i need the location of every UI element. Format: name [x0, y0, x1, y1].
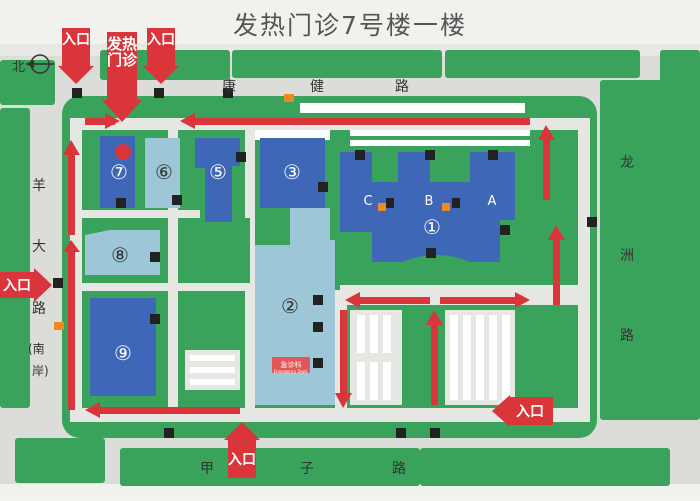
building-2	[255, 208, 335, 405]
road-top-char-1: 康	[222, 79, 236, 95]
road-left-char-1: 羊	[32, 178, 46, 194]
entrance-bottom-text: 入口	[228, 452, 256, 468]
facility-icons	[53, 88, 597, 438]
parking-strip-top	[300, 103, 525, 113]
wing-a-label: A	[488, 194, 497, 209]
building-5-label: ⑤	[209, 160, 227, 184]
page-title: 发热门诊7号楼一楼	[233, 11, 467, 40]
road-top-char-2: 健	[310, 79, 324, 95]
building-8	[85, 230, 160, 275]
building-1	[340, 152, 515, 262]
road-bottom-char-3: 路	[392, 461, 406, 477]
entrance-bottom-marker	[224, 422, 260, 478]
entrance-top-left-marker	[58, 28, 94, 84]
emergency-sub-label: Emergency Dept.	[274, 369, 309, 374]
road-left-note-2: 岸)	[32, 364, 49, 378]
emergency-label: 急诊科	[281, 360, 302, 369]
building-5	[195, 138, 240, 222]
fever-entrance-marker	[102, 32, 142, 122]
building-7-label: ⑦	[110, 160, 128, 184]
entrance-left-text: 入口	[3, 278, 31, 294]
north-compass-icon	[26, 54, 54, 74]
road-right-char-3: 路	[620, 328, 634, 344]
wing-b-label: B	[425, 194, 434, 209]
building-3	[260, 138, 325, 208]
building-6	[145, 138, 180, 208]
north-label: 北	[12, 60, 26, 75]
building-2-label: ②	[281, 294, 299, 318]
wing-c-label: C	[363, 194, 372, 209]
entrance-bottom-right-marker	[492, 395, 553, 427]
entrance-top-right-marker	[143, 28, 179, 84]
entrance-top-right-text: 入口	[147, 32, 175, 48]
route-arrows	[63, 113, 565, 418]
road-right-char-1: 龙	[620, 155, 634, 171]
entrance-top-left-text: 入口	[62, 32, 90, 48]
building-9	[90, 298, 156, 396]
fever-entrance-text: 发热门诊	[107, 35, 138, 69]
building-8-label: ⑧	[111, 243, 129, 267]
fever-clinic-marker	[115, 144, 131, 160]
road-right-char-2: 洲	[620, 248, 634, 264]
building-9-label: ⑨	[114, 341, 132, 365]
road-bottom-char-1: 甲	[200, 461, 214, 477]
building-6-label: ⑥	[155, 160, 173, 184]
road-left-note-1: (南	[28, 342, 45, 356]
road-left-char-3: 路	[32, 301, 46, 317]
road-top-char-3: 路	[395, 79, 409, 95]
entrance-bottom-right-text: 入口	[516, 404, 544, 420]
road-bottom-char-2: 子	[300, 461, 314, 477]
building-1-label: ①	[423, 215, 441, 239]
entrance-left-marker	[0, 268, 52, 302]
road-left-char-2: 大	[32, 239, 46, 255]
building-3-label: ③	[283, 160, 301, 184]
